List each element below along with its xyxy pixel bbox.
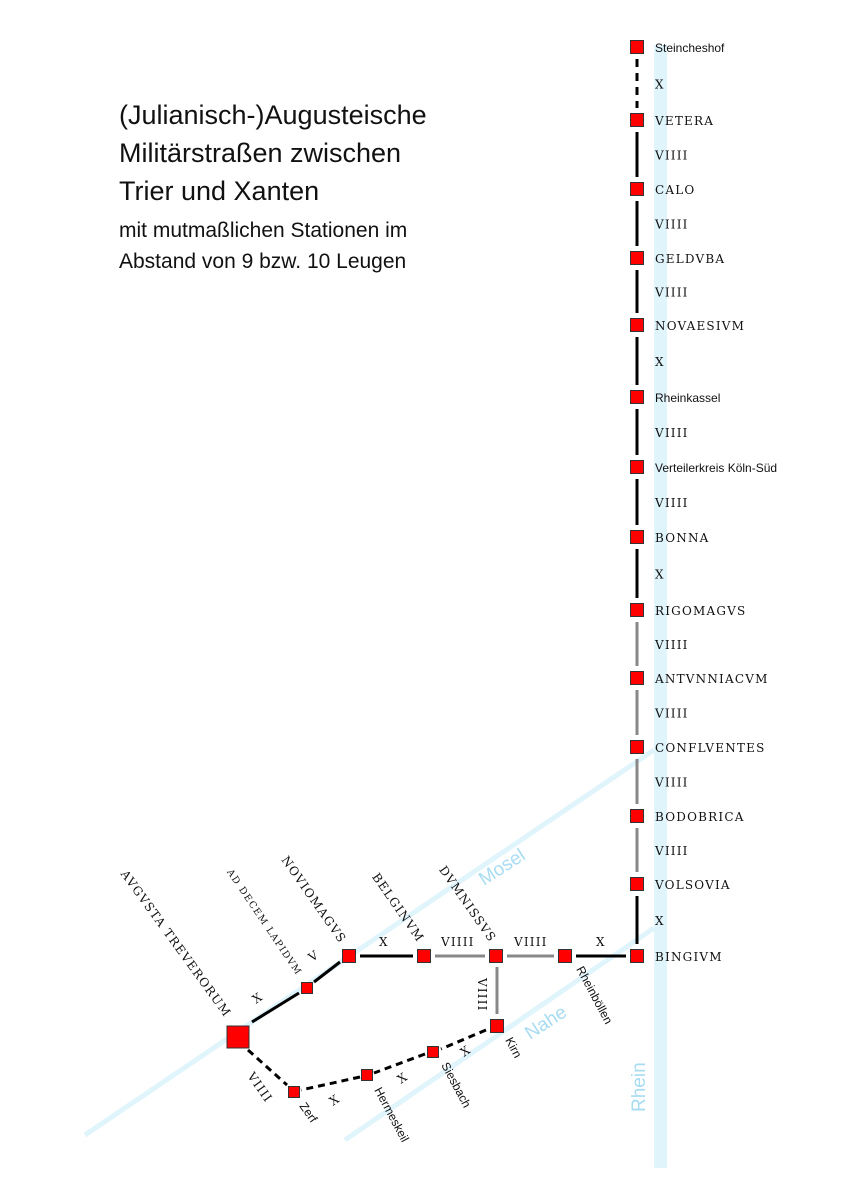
station-marker[interactable] xyxy=(630,251,644,265)
road-segment xyxy=(251,991,300,1024)
station-marker[interactable] xyxy=(630,809,644,823)
distance-label: VIIII xyxy=(654,149,689,163)
distance-label: VIIII xyxy=(244,1069,275,1105)
station-label: NOVAESIVM xyxy=(655,319,745,333)
title-line: (Julianisch-)Augusteische xyxy=(119,100,427,130)
station-label: BINGIVM xyxy=(655,950,723,964)
river-label-rhein: Rhein xyxy=(629,1062,650,1112)
station-marker[interactable] xyxy=(630,949,644,963)
distance-label: VIIII xyxy=(654,286,689,300)
station-label: Kirn xyxy=(502,1035,524,1060)
station-marker[interactable] xyxy=(630,530,644,544)
station-label: NOVIOMAGVS xyxy=(279,853,349,945)
road-segment xyxy=(246,1048,289,1087)
road-segment xyxy=(313,960,341,984)
station-label: BODOBRICA xyxy=(655,810,745,824)
distance-label: VIIII xyxy=(654,218,689,232)
distance-label: X xyxy=(395,1069,411,1086)
station-label: Zerf xyxy=(297,1100,321,1126)
station-marker[interactable] xyxy=(630,390,644,404)
river-nahe xyxy=(343,925,656,1143)
distance-label: X xyxy=(327,1091,343,1108)
station-marker[interactable] xyxy=(288,1086,300,1098)
distance-label: VIIII xyxy=(654,707,689,721)
distance-label: VIIII xyxy=(654,844,689,858)
station-label: Siesbach xyxy=(438,1060,474,1110)
distance-label: X xyxy=(596,935,606,949)
station-label: Hermeskeil xyxy=(371,1085,412,1145)
distance-label: X xyxy=(655,355,665,369)
station-label: VETERA xyxy=(654,114,714,128)
station-marker[interactable] xyxy=(301,982,313,994)
station-marker[interactable] xyxy=(630,603,644,617)
station-label: Verteilerkreis Köln-Süd xyxy=(655,461,777,475)
station-marker[interactable] xyxy=(558,949,572,963)
road-segment xyxy=(300,1075,361,1092)
distance-label: VIIII xyxy=(440,935,475,949)
station-label: RIGOMAGVS xyxy=(655,604,746,618)
distance-label: VIIII xyxy=(654,638,689,652)
subtitle-line: mit mutmaßlichen Stationen im xyxy=(119,219,408,242)
station-marker[interactable] xyxy=(417,949,431,963)
station-label: AVGVSTA TREVERORUM xyxy=(117,867,234,1020)
distance-label: VIIII xyxy=(654,776,689,790)
station-marker[interactable] xyxy=(490,1019,504,1033)
distance-label: X xyxy=(655,914,665,928)
station-marker[interactable] xyxy=(489,949,503,963)
station-label: Rheinkassel xyxy=(655,391,720,405)
station-label: Rheinböllen xyxy=(573,964,615,1027)
distance-label: X xyxy=(655,78,665,92)
station-label: GELDVBA xyxy=(655,252,725,266)
station-label: ANTVNNIACVM xyxy=(654,672,769,686)
distance-label: X xyxy=(655,568,665,582)
distance-label: VIIII xyxy=(654,496,689,510)
station-marker[interactable] xyxy=(630,460,644,474)
road-segment xyxy=(373,1052,426,1075)
distance-label: V xyxy=(305,947,322,965)
station-marker[interactable] xyxy=(630,182,644,196)
station-label: AD DECEM LAPIDVM xyxy=(224,867,304,978)
distance-label: VIIII xyxy=(513,935,548,949)
river-label-nahe: Nahe xyxy=(521,1002,571,1044)
subtitle-line: Abstand von 9 bzw. 10 Leugen xyxy=(119,250,407,273)
map-subtitle: mit mutmaßlichen Stationen im Abstand vo… xyxy=(119,215,407,277)
distance-label: X xyxy=(379,935,389,949)
station-label: BONNA xyxy=(655,531,710,545)
station-marker[interactable] xyxy=(630,40,644,54)
distance-label: VIIII xyxy=(475,977,489,1012)
station-marker-augusta[interactable] xyxy=(226,1025,250,1049)
station-marker[interactable] xyxy=(630,671,644,685)
distance-label: X xyxy=(458,1042,474,1059)
title-line: Militärstraßen zwischen xyxy=(119,138,402,168)
station-marker[interactable] xyxy=(630,877,644,891)
station-marker[interactable] xyxy=(630,318,644,332)
map-title: (Julianisch-)Augusteische Militärstraßen… xyxy=(119,96,427,210)
distance-label: X xyxy=(250,989,266,1006)
station-marker[interactable] xyxy=(630,113,644,127)
station-label: CALO xyxy=(655,183,695,197)
station-label: CONFLVENTES xyxy=(655,741,766,755)
station-label: Steincheshof xyxy=(655,41,725,55)
station-marker[interactable] xyxy=(361,1069,373,1081)
distance-label: VIIII xyxy=(654,426,689,440)
station-marker[interactable] xyxy=(342,949,356,963)
station-marker[interactable] xyxy=(427,1046,439,1058)
station-marker[interactable] xyxy=(630,740,644,754)
river-mosel xyxy=(83,747,656,1138)
title-line: Trier und Xanten xyxy=(119,176,320,206)
station-label: VOLSOVIA xyxy=(654,878,731,892)
river-rhein xyxy=(654,45,667,1168)
road-segment xyxy=(440,1028,487,1051)
